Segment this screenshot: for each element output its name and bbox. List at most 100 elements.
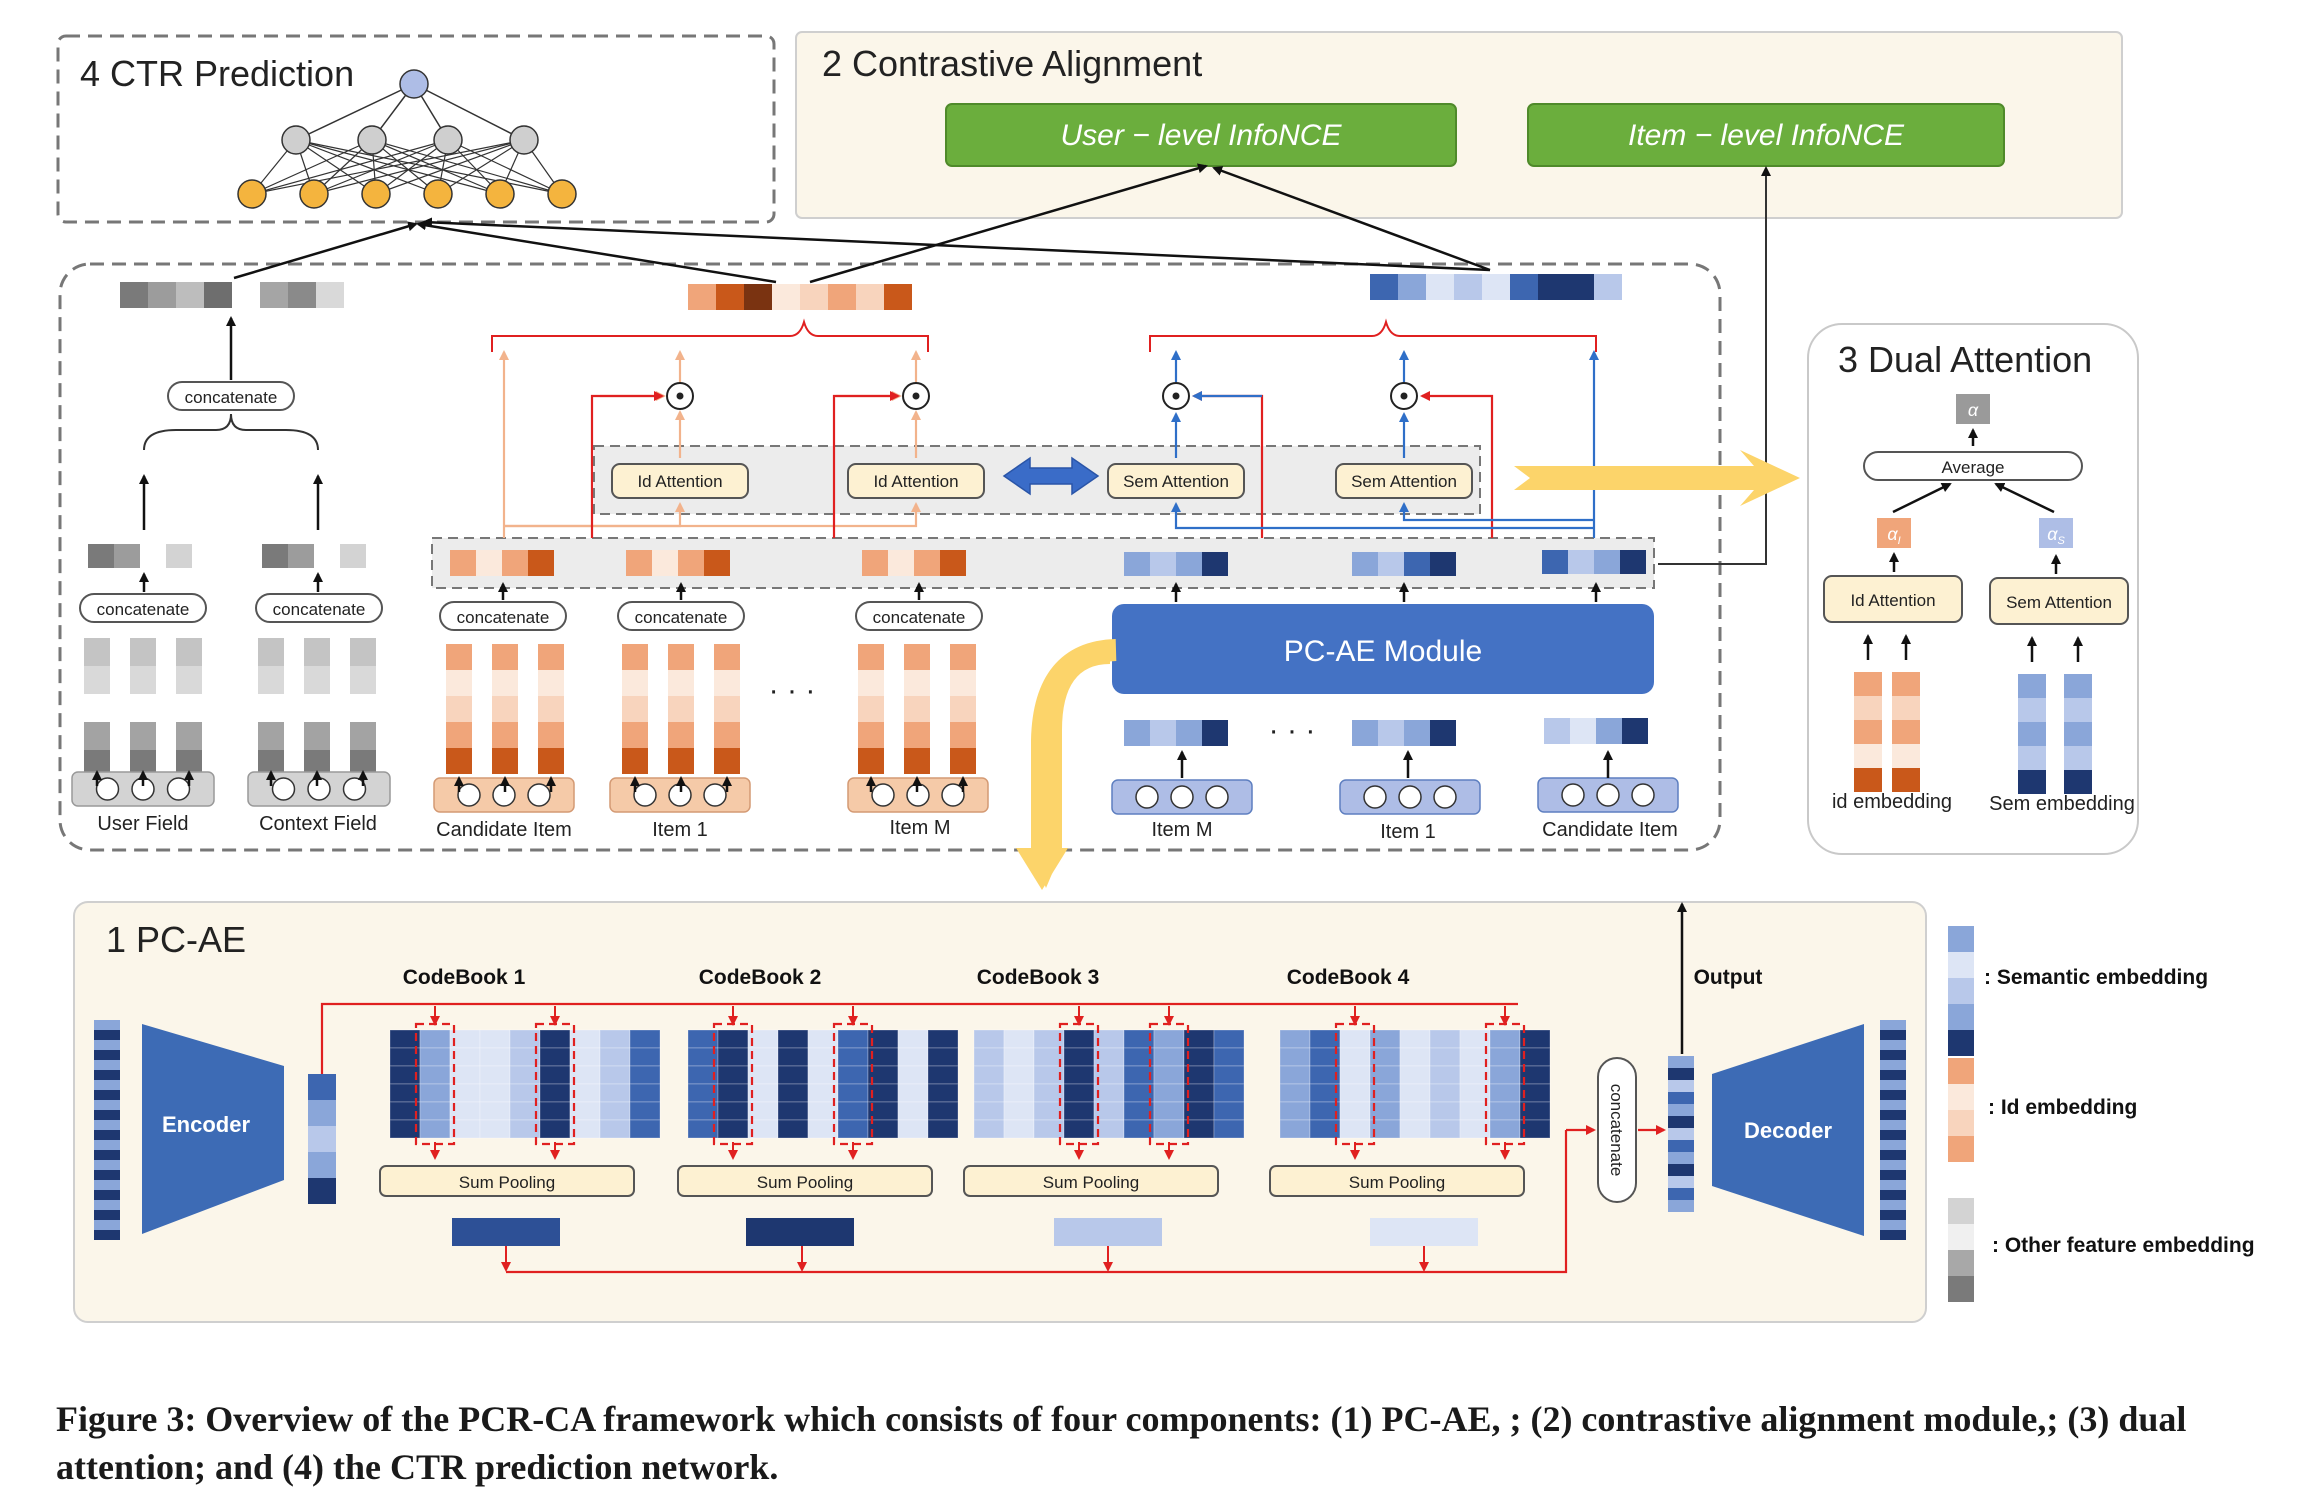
codebook-cell [479, 1029, 511, 1049]
codebook-cell [1063, 1101, 1095, 1121]
codebook-cell [419, 1083, 451, 1103]
itemm-label-sem: Item M [1151, 819, 1212, 841]
embedding-cell [950, 696, 976, 722]
codebook-cell [1213, 1065, 1245, 1085]
codebook-cell [717, 1119, 749, 1139]
legend-id-swatch [1948, 1058, 1974, 1162]
stripe-cell [1880, 1120, 1906, 1130]
embedding-cell [262, 544, 288, 568]
odot-icon [1162, 382, 1190, 410]
candidate-sem-bar [1542, 550, 1646, 574]
stripe-cell [1880, 1090, 1906, 1100]
codebook-cell [1339, 1083, 1371, 1103]
embedding-cell [288, 544, 314, 568]
embedding-cell [668, 696, 694, 722]
network-edge [295, 83, 415, 141]
id-attention-box-1: Id Attention [611, 463, 749, 499]
embedding-cell [1352, 552, 1378, 576]
dual-attention-panel: 3 Dual Attention α Average αI αS Id Atte… [1807, 323, 2139, 855]
embedding-cell [904, 670, 930, 696]
embedding-cell [884, 284, 912, 310]
context-feature-column [350, 638, 376, 778]
embedding-cell [130, 638, 156, 666]
embedding-cell [668, 748, 694, 774]
embedding-cell [204, 282, 232, 308]
codebook-cell [599, 1083, 631, 1103]
main-arrows [92, 163, 1771, 792]
embedding-cell [1668, 1176, 1694, 1188]
embedding-cell [2018, 746, 2046, 770]
embedding-cell [2064, 746, 2092, 770]
pcae-concatenate-box [1597, 1057, 1637, 1203]
stripe-cell [1880, 1100, 1906, 1110]
input-circle [95, 777, 120, 801]
svg-text:concatenate: concatenate [635, 608, 728, 627]
item1-sem-bar [1352, 552, 1456, 576]
embedding-cell [308, 1100, 336, 1126]
user-sem-bar [1370, 274, 1622, 300]
embedding-cell [714, 670, 740, 696]
candidate-id-column [538, 644, 564, 774]
codebook-cell [1339, 1065, 1371, 1085]
codebook-cell [479, 1047, 511, 1067]
user-feature-column [84, 638, 110, 778]
embedding-cell [258, 722, 284, 750]
embedding-cell [314, 544, 340, 568]
sum-pooling-rect [1269, 1165, 1525, 1197]
embedding-cell [1948, 1084, 1974, 1110]
candidate-sem-input [1537, 777, 1679, 813]
sem-attention-box-2: Sem Attention [1335, 463, 1473, 499]
network-edge [375, 139, 525, 195]
ellipsis-sem: · · · [1269, 714, 1316, 747]
codebook-cell [1429, 1029, 1461, 1049]
embedding-cell [1594, 274, 1622, 300]
codebook-cell [479, 1065, 511, 1085]
concatenate-item1: concatenate [617, 601, 745, 631]
codebook-cell [1339, 1119, 1371, 1139]
item1-sem-input [1339, 779, 1481, 815]
itemm-label-id: Item M [889, 817, 950, 839]
latent-vector [308, 1074, 336, 1204]
svg-text:concatenate: concatenate [457, 608, 550, 627]
codebook-cell [1429, 1119, 1461, 1139]
itemm-sem-bar [1124, 552, 1228, 576]
codebook-cell [599, 1101, 631, 1121]
pcae-module-box [1112, 604, 1654, 694]
embedding-cell [114, 544, 140, 568]
embedding-cell [668, 670, 694, 696]
hidden-node [433, 125, 463, 155]
codebook-cell [1429, 1047, 1461, 1067]
input-circle [1205, 785, 1229, 809]
embedding-cell [800, 284, 828, 310]
embedding-cell [1892, 672, 1920, 696]
embedding-cell [176, 722, 202, 750]
codebook-cell [629, 1065, 661, 1085]
embedding-cell [1451, 1218, 1478, 1246]
codebook-cell [539, 1101, 571, 1121]
network-edge [371, 139, 501, 195]
odot-icon [902, 382, 930, 410]
embedding-cell [1150, 552, 1176, 576]
codebook-cell [897, 1119, 929, 1139]
codebook-cell [1063, 1119, 1095, 1139]
codebook-cell [973, 1083, 1005, 1103]
embedding-cell [622, 644, 648, 670]
candidate-item-label-sem: Candidate Item [1542, 819, 1678, 841]
embedding-cell [1430, 552, 1456, 576]
embedding-cell [1948, 1276, 1974, 1302]
codebook-cell [1279, 1047, 1311, 1067]
network-edge [251, 139, 525, 195]
codebook-cell [897, 1101, 929, 1121]
input-node [299, 179, 329, 209]
embedding-cell [1948, 1004, 1974, 1030]
stripe-cell [94, 1050, 120, 1060]
codebook-cell [599, 1065, 631, 1085]
embedding-cell [1892, 696, 1920, 720]
codebook-2-label: CodeBook 2 [699, 966, 822, 989]
embedding-cell [2018, 722, 2046, 746]
embedding-cell [308, 1074, 336, 1100]
embedding-cell [1424, 1218, 1451, 1246]
codebook-cell [927, 1119, 959, 1139]
embedding-cell [622, 670, 648, 696]
